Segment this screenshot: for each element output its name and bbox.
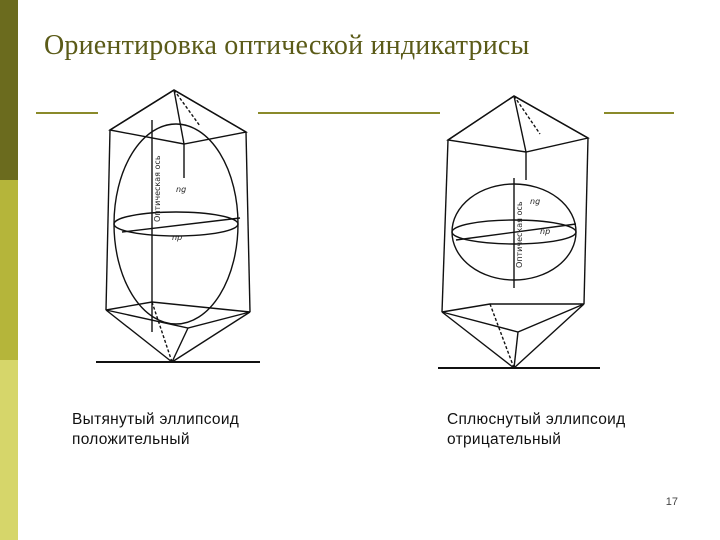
ellipsoid-section-line <box>121 217 241 233</box>
left-figure-caption: Вытянутый эллипсоид положительный <box>72 410 239 450</box>
np-label: np <box>172 233 182 242</box>
optic-axis-label: Оптическая ось <box>515 201 524 268</box>
prism-edge <box>583 137 589 305</box>
ellipsoid-section-line <box>455 223 577 241</box>
prism-edge <box>245 131 251 313</box>
ng-label: ng <box>176 185 186 194</box>
pyramid-edge <box>447 95 515 141</box>
caption-line: Вытянутый эллипсоид <box>72 411 240 428</box>
title-underline-segment <box>36 112 98 114</box>
pyramid-edge <box>109 89 175 131</box>
pyramid-hidden-edge <box>173 89 201 127</box>
np-label: np <box>540 227 550 236</box>
title-underline-segment <box>258 112 440 114</box>
right-figure-caption: Сплюснутый эллипсоид отрицательный <box>447 410 625 450</box>
pyramid-edge <box>171 311 251 363</box>
page-number: 17 <box>665 496 678 508</box>
ellipsoid-outline <box>113 123 239 325</box>
caption-line: положительный <box>72 431 190 448</box>
pyramid-edge <box>513 331 519 369</box>
pyramid-hidden-edge <box>513 95 541 135</box>
ng-label: ng <box>530 197 540 206</box>
pyramid-edge <box>441 311 515 369</box>
caption-line: Сплюснутый эллипсоид <box>447 411 626 428</box>
top-pyramid-base <box>446 95 590 153</box>
pyramid-hidden-edge <box>489 303 515 369</box>
oblate-ellipsoid-diagram: Оптическая ось ng np <box>430 92 606 378</box>
sidebar-band-light <box>0 360 18 540</box>
pyramid-edge <box>171 327 189 363</box>
pyramid-edge <box>173 89 247 133</box>
prism-edge <box>105 129 111 311</box>
optic-axis-label: Оптическая ось <box>153 155 162 222</box>
slide-title: Ориентировка оптической индикатрисы <box>44 30 530 61</box>
title-underline-segment <box>604 112 674 114</box>
decorative-sidebar <box>0 0 18 540</box>
pyramid-hidden-edge <box>151 301 173 363</box>
caption-line: отрицательный <box>447 431 562 448</box>
pyramid-edge <box>513 303 585 369</box>
sidebar-band-dark <box>0 0 18 180</box>
pyramid-edge <box>513 95 589 139</box>
prolate-ellipsoid-diagram: Оптическая ось ng np <box>92 82 268 372</box>
pyramid-edge <box>105 309 173 363</box>
pyramid-edge <box>513 95 527 153</box>
prism-edge <box>441 139 449 313</box>
sidebar-band-mid <box>0 180 18 360</box>
ellipsoid-equator <box>113 211 239 237</box>
pyramid-edge <box>173 89 185 145</box>
